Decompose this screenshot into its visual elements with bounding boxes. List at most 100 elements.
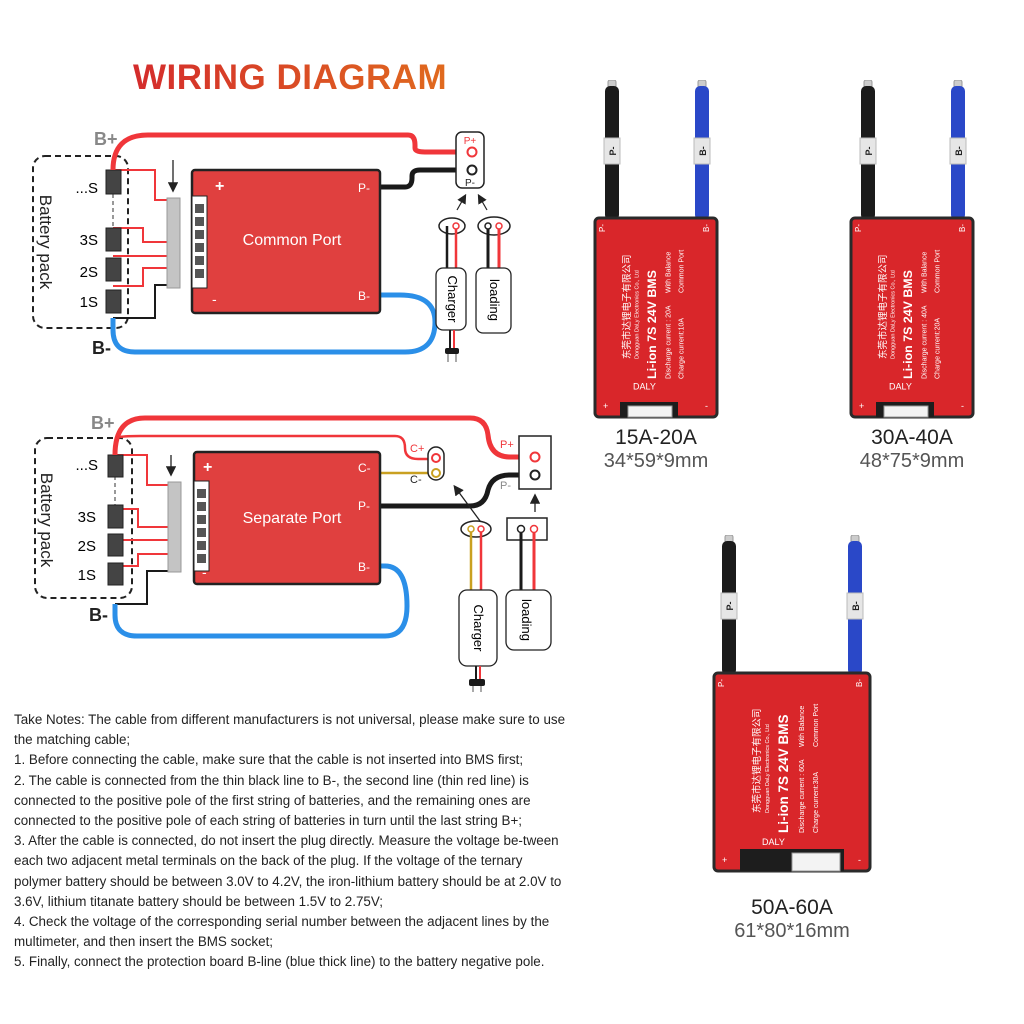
bms-name: Li-ion 7S 24V BMS [645, 270, 659, 379]
terminal-p-plus: P+ [464, 136, 477, 147]
cell-label: 2S [80, 264, 98, 281]
cell [107, 454, 124, 478]
with-balance: With Balance [799, 706, 806, 747]
b-minus-wire [112, 563, 410, 639]
minus-label: - [961, 401, 964, 411]
charger: Charger [435, 217, 467, 362]
loading: loading [505, 517, 552, 651]
company-en: Dongguan DaLy Electronics Co., Ltd [765, 724, 771, 813]
board-plus: + [215, 178, 224, 195]
balance-socket [627, 405, 673, 418]
cell-label: 2S [78, 538, 96, 555]
company-cn: 东莞市达锂电子有限公司 [621, 254, 633, 359]
cell-label: ...S [75, 180, 98, 197]
charge-current: Charge current:30A [813, 772, 820, 833]
product-model: 15A-20A [615, 426, 697, 449]
note-2: 2. The cable is connected from the thin … [14, 772, 531, 829]
loading-label: loading [487, 279, 502, 321]
pad-b-label: B- [702, 224, 711, 232]
wire-sleeve [949, 137, 967, 165]
pad-p-label: P- [717, 679, 726, 687]
wire-sleeve [693, 137, 711, 165]
terminal-p-plus: P+ [500, 439, 514, 451]
plus-label: + [722, 855, 727, 865]
wire-label: B- [698, 146, 708, 156]
company-cn: 东莞市达锂电子有限公司 [877, 254, 889, 359]
board-p-minus: P- [358, 499, 370, 513]
note-1: 1. Before connecting the cable, make sur… [14, 752, 524, 768]
notes: Take Notes: The cable from different man… [14, 710, 566, 973]
product-model: 30A-40A [871, 426, 953, 449]
company-cn: 东莞市达锂电子有限公司 [751, 708, 763, 813]
board-body [712, 671, 872, 873]
board-minus: - [212, 291, 217, 307]
board-label: Separate Port [243, 510, 342, 527]
port-type: Common Port [935, 250, 942, 293]
board-p-minus: P- [358, 181, 370, 195]
product-caption: 50A-60A 61*80*16mm [692, 896, 892, 943]
minus-label: - [705, 401, 708, 411]
cell [105, 289, 122, 314]
plug-icon [445, 348, 459, 354]
board-label: Common Port [243, 232, 342, 249]
wire-sleeve [859, 137, 877, 165]
balance-connector [166, 197, 181, 289]
charge-current: Charge current:10A [679, 318, 686, 379]
b-plus-wire [110, 132, 472, 171]
board-b-minus: B- [358, 289, 370, 303]
p-minus-wire [380, 167, 472, 190]
b-plus-wire [112, 415, 535, 460]
charger-label: Charger [471, 605, 486, 653]
loading: loading [475, 216, 512, 334]
note-4: 4. Check the voltage of the correspondin… [14, 914, 550, 950]
terminal-p-minus: P- [465, 178, 475, 189]
product-model: 50A-60A [751, 896, 833, 919]
pad-b-label: B- [855, 679, 864, 687]
balance-wires [113, 169, 168, 287]
output-terminal [455, 131, 485, 189]
charger-label: Charger [445, 276, 460, 324]
battery-pack-label: Battery pack [36, 195, 55, 290]
terminal-c-plus: C+ [410, 443, 424, 455]
balance-wires [115, 454, 168, 567]
wire-sleeve [720, 592, 738, 620]
daly-logo: DALY [633, 382, 656, 392]
cell [107, 504, 124, 529]
b-plus-label: B+ [94, 129, 118, 149]
cell [107, 533, 124, 557]
cell-label: 3S [80, 232, 98, 249]
note-intro: Take Notes: The cable from different man… [14, 712, 566, 748]
wire-label: P- [864, 146, 874, 155]
b-minus-label: B- [92, 338, 111, 358]
wire-sleeve [603, 137, 621, 165]
port-type: Common Port [813, 704, 820, 747]
terminal-p-minus: P- [500, 480, 511, 492]
cell [105, 257, 122, 282]
wiring-diagrams: Battery pack ...S 3S 2S 1S B+ B- [32, 129, 552, 692]
battery-pack-outline [32, 155, 129, 329]
discharge-current: Discharge current : 40A [922, 305, 929, 379]
cell-label: 3S [78, 509, 96, 526]
balance-socket [883, 405, 929, 418]
wire-label: P- [608, 146, 618, 155]
bms-name: Li-ion 7S 24V BMS [901, 270, 915, 379]
wire-label: B- [851, 601, 861, 611]
product-size: 48*75*9mm [859, 450, 965, 472]
plus-label: + [859, 401, 864, 411]
daly-logo: DALY [762, 837, 785, 847]
with-balance: With Balance [666, 252, 673, 293]
minus-label: - [858, 855, 861, 865]
balance-socket [791, 852, 841, 872]
product-caption: 15A-20A 34*59*9mm [556, 426, 756, 473]
wire-label: P- [725, 601, 735, 610]
bms-name: Li-ion 7S 24V BMS [776, 714, 791, 833]
